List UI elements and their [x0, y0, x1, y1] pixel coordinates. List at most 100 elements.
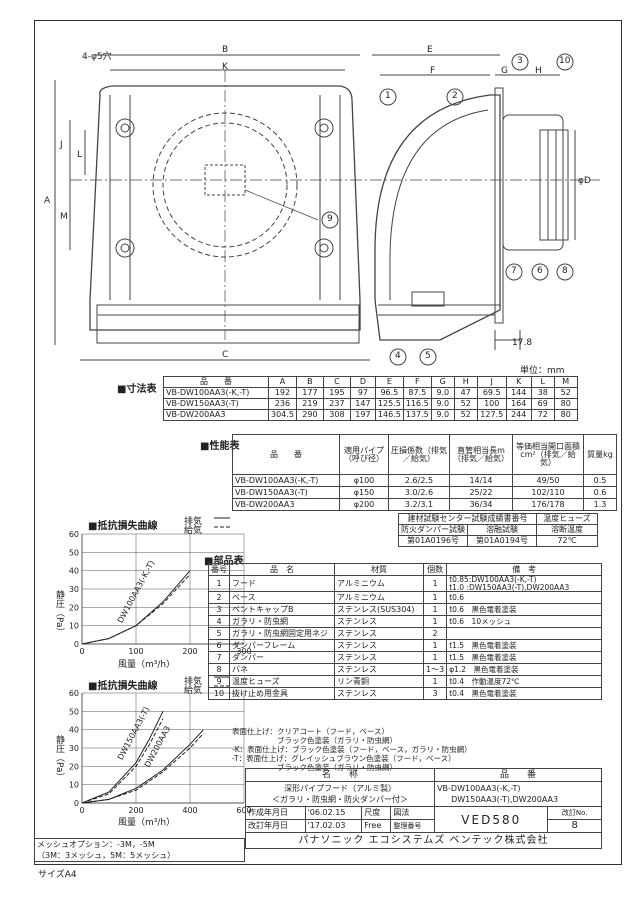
table-cell: アルミニウム — [334, 591, 424, 604]
table-cell: VB-DW100AA3(-K,-T) — [232, 474, 340, 487]
scale-label: 尺度 — [361, 806, 392, 820]
col-header: K — [505, 376, 532, 388]
table-cell: 116.5 — [402, 398, 432, 410]
table-header-row: 品 番 A B C D E F G H J K L M — [163, 376, 578, 388]
hole-label: 4-φ5穴 — [82, 52, 112, 62]
table-cell: 第01A0194号 — [467, 535, 537, 547]
note-line: ブラック色塗装（ガラリ・防虫網） — [232, 736, 397, 745]
table-cell: ベントキャップB — [229, 603, 335, 616]
doc-label: 整理番号 — [390, 819, 436, 833]
col-header: 番号 — [208, 563, 230, 576]
table-row: VB-DW100AA3(-K,-T) 192 177 195 97 96.5 8… — [163, 387, 578, 399]
col-header: 溶融試験 — [467, 524, 537, 536]
table-cell: 1～3 — [422, 663, 448, 676]
table-cell: 69 — [530, 398, 555, 410]
table-cell: バネ — [229, 663, 335, 676]
balloon-5: 5 — [425, 351, 431, 361]
table-cell: ステンレス — [334, 663, 424, 676]
table-cell: VB-DW150AA3(-T) — [232, 486, 340, 499]
table-row: VB-DW150AA3(-T) 236 219 237 147 125.5 11… — [163, 398, 578, 410]
table-cell: 80 — [553, 398, 578, 410]
table-cell: 192 — [268, 387, 297, 399]
table-cell: 9.0 — [430, 398, 455, 410]
table-header-row: 防火ダンパー試験 溶融試験 溶断温度 — [398, 524, 598, 536]
table-cell: 9 — [208, 675, 230, 688]
unit-label: 単位：mm — [520, 366, 565, 376]
chart1-legend-1: 排気 — [184, 517, 203, 527]
table-cell: φ200 — [339, 498, 389, 511]
col-header: H — [453, 376, 478, 388]
product-name-line1: 深形パイプフード（アルミ製） — [284, 784, 396, 793]
table-cell: ステンレス — [334, 639, 424, 652]
table-cell: 1.3 — [583, 498, 617, 511]
col-header: M — [553, 376, 578, 388]
code-label: 品 番 — [434, 768, 602, 782]
table-cell: ダンパー — [229, 651, 335, 664]
company-name: パナソニック エコシステムズ ベンテック株式会社 — [245, 832, 602, 849]
table-cell: 2.6/2.5 — [388, 474, 450, 487]
table-cell: t0.6 黒色電着塗装 — [446, 603, 603, 616]
table-cell: t1.5 黒色電着塗装 — [446, 651, 603, 664]
performance-table: 品 番 適用パイプ（呼び径） 圧損係数（排気／給気） 直管相当長m（排気／給気）… — [232, 434, 617, 511]
table-cell: t0.85:DW100AA3(-K,-T) t1.0 :DW150AA3(-T)… — [446, 575, 603, 592]
revised-date: '17.02.03 — [304, 819, 363, 833]
col-header: L — [530, 376, 555, 388]
table-cell: 72℃ — [536, 535, 598, 547]
col-header: 圧損係数（排気／給気） — [388, 434, 450, 475]
table-cell: 36/34 — [449, 498, 513, 511]
product-code-line1: VB-DW100AA3(-K,-T) — [437, 784, 521, 793]
table-cell: 236 — [268, 398, 297, 410]
table-cell: 1 — [422, 651, 448, 664]
balloon-3: 3 — [517, 56, 523, 66]
table-cell: 195 — [322, 387, 351, 399]
table-cell: 164 — [505, 398, 532, 410]
table-cell: t1.5 黒色電着塗装 — [446, 639, 603, 652]
table-cell: VB-DW100AA3(-K,-T) — [163, 387, 269, 399]
col-header: F — [402, 376, 432, 388]
col-header: 品 名 — [229, 563, 335, 576]
table-cell: 9.0 — [430, 409, 455, 421]
table-cell: 4 — [208, 615, 230, 628]
table-cell: 1 — [422, 615, 448, 628]
col-header: 質量kg — [583, 434, 617, 475]
proj-label: 図法 — [390, 806, 436, 820]
product-code-line2: DW150AA3(-T),DW200AA3 — [451, 795, 559, 804]
table-cell: リン青銅 — [334, 675, 424, 688]
chart2-title: ■抵抗損失曲線 — [88, 681, 158, 692]
note-line: -T：表面仕上げ：グレイッシュブラウン色塗装（フード，ベース） — [232, 754, 456, 763]
table-cell: 80 — [553, 409, 578, 421]
table-cell: VB-DW200AA3 — [163, 409, 269, 421]
rev-label: 改訂No. — [547, 806, 602, 820]
chart2-legend-2: 給気 — [184, 686, 203, 696]
table-cell: φ150 — [339, 486, 389, 499]
table-cell: 237 — [322, 398, 351, 410]
chart1-ylabel: 静圧（Pa） — [54, 590, 64, 637]
table-cell: 96.5 — [374, 387, 404, 399]
table-cell: 69.5 — [476, 387, 507, 399]
product-code: VB-DW100AA3(-K,-T) DW150AA3(-T),DW200AA3 — [434, 781, 602, 807]
table-cell: 1 — [422, 591, 448, 604]
col-header: E — [374, 376, 404, 388]
col-header: 品 番 — [232, 434, 340, 475]
table-cell: 100 — [476, 398, 507, 410]
table-cell: ステンレス — [334, 687, 424, 700]
table-cell: 38 — [530, 387, 555, 399]
table-cell: ガラリ・防虫網 — [229, 615, 335, 628]
product-name-line2: ＜ガラリ・防虫網・防火ダンパー付＞ — [272, 795, 409, 804]
paper-size: サイズA4 — [38, 870, 77, 880]
table-cell: 5 — [208, 627, 230, 640]
col-header: 温度ヒューズ — [536, 513, 598, 525]
table-cell: 1 — [422, 603, 448, 616]
table-header-row: 品 番 適用パイプ（呼び径） 圧損係数（排気／給気） 直管相当長m（排気／給気）… — [232, 434, 617, 475]
mesh-option-box: メッシュオプション：-3M，-5M （3M：3メッシュ，5M：5メッシュ） — [34, 838, 245, 862]
balloon-7: 7 — [511, 266, 517, 276]
table-cell: 温度ヒューズ — [229, 675, 335, 688]
balloon-10: 10 — [559, 56, 571, 66]
table-cell: 97 — [349, 387, 376, 399]
dim-e-label: E — [427, 45, 433, 55]
